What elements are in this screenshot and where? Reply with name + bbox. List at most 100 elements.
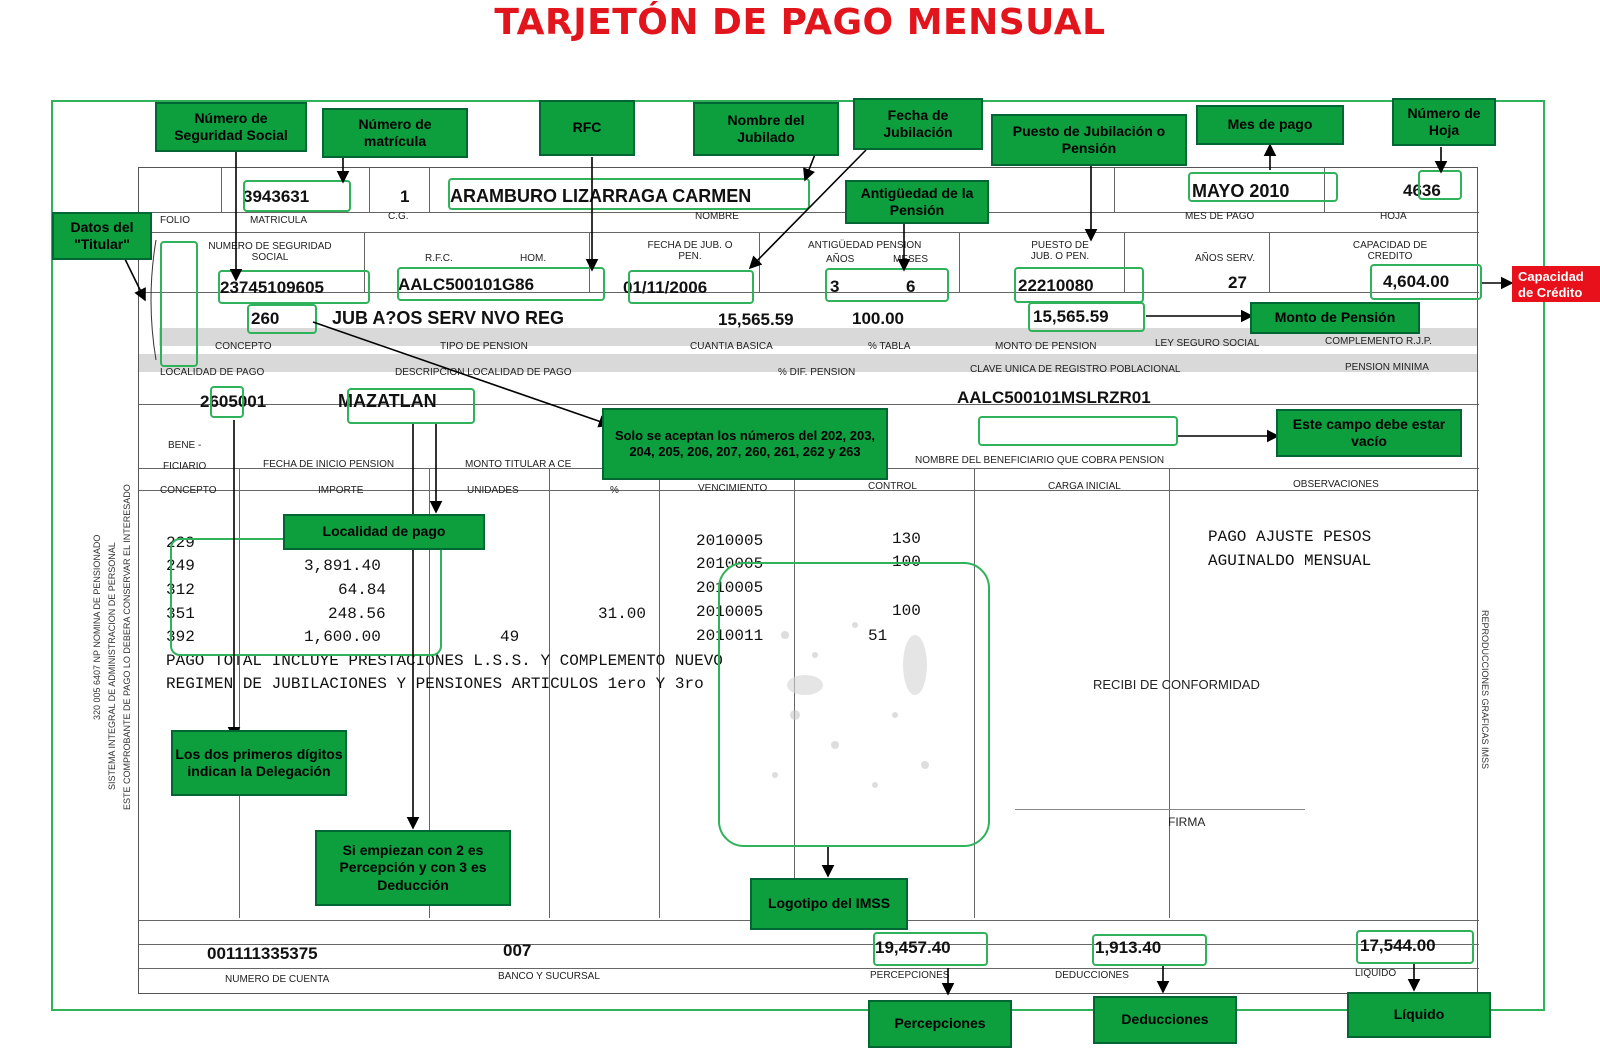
label-nss: NUMERO DE SEGURIDAD SOCIAL <box>208 241 332 263</box>
capacidad-value: 4,604.00 <box>1383 272 1450 291</box>
label-banco: BANCO Y SUCURSAL <box>498 971 600 982</box>
hl-fecha-jub <box>628 270 754 304</box>
row-control-0: 130 <box>892 530 921 548</box>
label-importe: IMPORTE <box>318 485 364 496</box>
label-hom: HOM. <box>520 253 547 264</box>
label-curp: CLAVE UNICA DE REGISTRO POBLACIONAL <box>970 364 1181 375</box>
concepto-value: 260 <box>251 309 280 328</box>
anios-value: 3 <box>830 277 840 296</box>
row-importe-1: 3,891.40 <box>304 557 381 575</box>
row-concepto-4: 392 <box>166 628 195 646</box>
puesto-value: 22210080 <box>1018 276 1094 295</box>
label-mes-pago: MES DE PAGO <box>1185 211 1255 222</box>
label-rfc: R.F.C. <box>425 253 453 264</box>
hl-nombre <box>448 178 810 210</box>
hl-logo <box>718 562 990 847</box>
hl-rfc <box>397 267 605 301</box>
row-control-4: 51 <box>868 627 888 645</box>
row-venc-1: 2010005 <box>696 555 764 573</box>
tag-puesto: Puesto de Jubilación o Pensión <box>991 114 1187 166</box>
nombre-value: ARAMBURO LIZARRAGA CARMEN <box>450 186 752 206</box>
meses-value: 6 <box>906 277 916 296</box>
tabla-value: 100.00 <box>852 309 904 328</box>
row-venc-3: 2010005 <box>696 603 764 621</box>
label-liquido: LIQUIDO <box>1355 968 1397 979</box>
hl-localidad-prefix <box>210 386 244 418</box>
texto-linea-2: REGIMEN DE JUBILACIONES Y PENSIONES ARTI… <box>166 675 704 693</box>
label-concepto-2: CONCEPTO <box>160 485 217 496</box>
label-antiguedad: ANTIGÜEDAD PENSION <box>808 240 922 251</box>
label-puesto: PUESTO DE JUB. O PEN. <box>1030 240 1090 262</box>
label-percepciones: PERCEPCIONES <box>870 970 950 981</box>
label-tabla: % TABLA <box>868 341 911 352</box>
tag-nss: Número de Seguridad Social <box>155 102 307 152</box>
row-control-3: 100 <box>892 602 921 620</box>
hoja-value: 4636 <box>1403 181 1441 200</box>
localidad-value: 2605001 <box>200 392 267 411</box>
hl-mes-pago <box>1188 172 1338 202</box>
liquido-value: 17,544.00 <box>1360 936 1436 955</box>
label-carga: CARGA INICIAL <box>1048 481 1121 492</box>
label-bene: BENE - <box>168 440 202 451</box>
annotation-frame <box>51 100 1545 1011</box>
label-fecha-jub: FECHA DE JUB. O PEN. <box>647 240 733 262</box>
tag-rfc: RFC <box>539 100 635 156</box>
row-venc-2: 2010005 <box>696 579 764 597</box>
label-nombre-benef: NOMBRE DEL BENEFICIARIO QUE COBRA PENSIO… <box>915 455 1165 466</box>
deducciones-value: 1,913.40 <box>1095 938 1162 957</box>
tag-deducciones: Deducciones <box>1093 996 1237 1044</box>
observaciones-1: PAGO AJUSTE PESOS <box>1208 528 1372 546</box>
tag-delegacion: Los dos primeros dígitos indican la Dele… <box>171 730 347 796</box>
label-complemento: COMPLEMENTO R.J.P. <box>1325 336 1432 347</box>
hl-titular <box>160 241 198 367</box>
observaciones-2: AGUINALDO MENSUAL <box>1208 552 1372 570</box>
hl-nss <box>218 270 370 304</box>
cg-value: 1 <box>400 187 410 206</box>
hl-beneficiario <box>978 416 1178 446</box>
label-cuantia: CUANTIA BASICA <box>690 341 773 352</box>
anios-serv-value: 27 <box>1228 273 1247 292</box>
cuantia-value: 15,565.59 <box>718 310 794 329</box>
nss-value: 23745109605 <box>220 278 325 297</box>
tag-antiguedad: Antigüedad de la Pensión <box>845 180 989 224</box>
tag-titular: Datos del "Titular" <box>52 212 152 260</box>
label-monto-pension: MONTO DE PENSION <box>995 341 1097 352</box>
label-unidades: UNIDADES <box>467 485 519 496</box>
tag-percepciones: Percepciones <box>868 1000 1012 1048</box>
texto-linea-1: PAGO TOTAL INCLUYE PRESTACIONES L.S.S. Y… <box>166 652 723 670</box>
hl-percepciones <box>873 932 988 966</box>
label-vencimiento: VENCIMIENTO <box>698 483 768 494</box>
tag-hoja: Número de Hoja <box>1392 98 1496 146</box>
label-anios-serv: AÑOS SERV. <box>1195 253 1256 264</box>
row-concepto-3: 351 <box>166 605 195 623</box>
rfc-value: AALC500101G86 <box>398 275 535 294</box>
label-matricula: MATRICULA <box>250 215 308 226</box>
row-importe-3: 248.56 <box>328 605 386 623</box>
page-title: TARJETÓN DE PAGO MENSUAL <box>494 2 1106 43</box>
label-hoja: HOJA <box>1380 211 1407 222</box>
row-pct-3: 31.00 <box>598 605 647 623</box>
mes-pago-value: MAYO 2010 <box>1192 181 1290 201</box>
label-localidad: LOCALIDAD DE PAGO <box>160 367 265 378</box>
tag-monto-pension: Monto de Pensión <box>1250 302 1420 334</box>
label-observaciones: OBSERVACIONES <box>1293 479 1379 490</box>
label-fecha-inicio: FECHA DE INICIO PENSION <box>263 459 395 470</box>
hl-matricula <box>243 180 351 212</box>
label-cg: C.G. <box>388 211 409 222</box>
hl-monto-pension <box>1028 302 1145 332</box>
label-deducciones: DEDUCCIONES <box>1055 970 1129 981</box>
tag-capacidad: Capacidad de Crédito <box>1512 266 1600 302</box>
label-desc-localidad: DESCRIPCION LOCALIDAD DE PAGO <box>395 367 572 378</box>
hl-concepto <box>247 304 317 334</box>
row-concepto-2: 312 <box>166 581 195 599</box>
hl-capacidad <box>1370 264 1482 300</box>
imss-logo <box>772 622 929 788</box>
tag-matricula: Número de matrícula <box>322 108 468 158</box>
label-concepto: CONCEPTO <box>215 341 272 352</box>
tag-liquido: Líquido <box>1347 992 1491 1038</box>
label-pension-minima: PENSION MINIMA <box>1345 362 1429 373</box>
percepciones-value: 19,457.40 <box>875 938 951 957</box>
hl-deducciones <box>1092 934 1207 966</box>
row-importe-2: 64.84 <box>338 581 387 599</box>
